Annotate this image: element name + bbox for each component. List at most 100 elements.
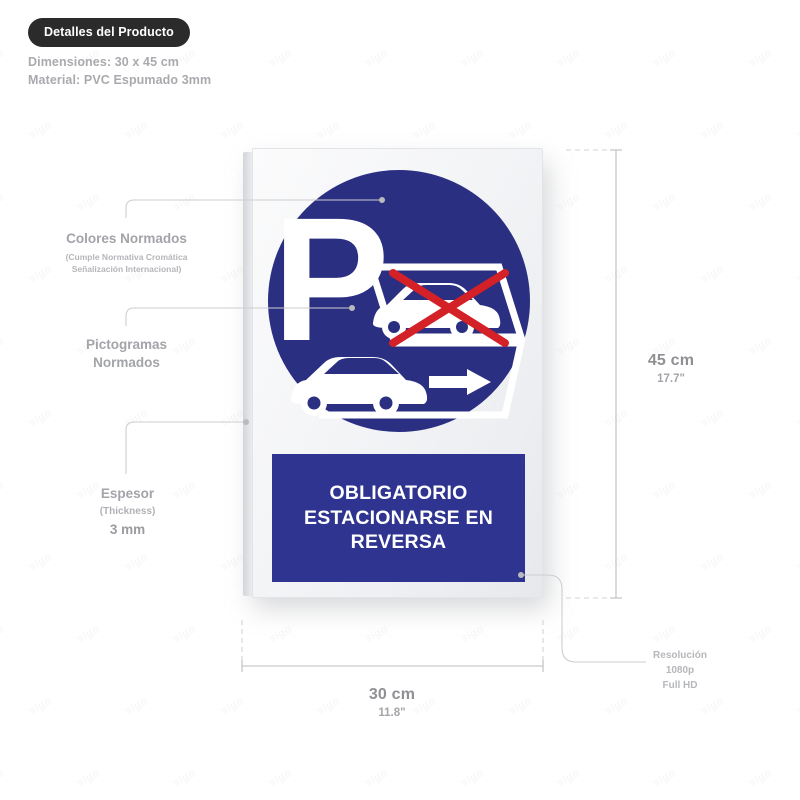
height-dimension-label: 45 cm 17.7" [628, 352, 714, 385]
watermark-text: sigo [698, 406, 727, 430]
watermark-text: sigo [26, 118, 55, 142]
banner-line-2: ESTACIONARSE EN [304, 506, 493, 529]
parking-pictogram-icon: P [272, 182, 526, 419]
callout-colores-title: Colores Normados [66, 231, 187, 246]
watermark-text: sigo [362, 766, 391, 790]
watermark-text: sigo [266, 766, 295, 790]
width-cm: 30 cm [368, 686, 416, 703]
product-details-header: Detalles del Producto Dimensiones: 30 x … [28, 18, 211, 87]
watermark-text: sigo [650, 622, 679, 646]
watermark-text: sigo [506, 118, 535, 142]
watermark-text: sigo [794, 118, 800, 142]
watermark-text: sigo [698, 550, 727, 574]
watermark-text: sigo [746, 46, 775, 70]
watermark-text: sigo [122, 694, 151, 718]
watermark-text: sigo [650, 190, 679, 214]
watermark-text: sigo [122, 118, 151, 142]
watermark-text: sigo [26, 406, 55, 430]
watermark-text: sigo [794, 550, 800, 574]
watermark-text: sigo [698, 118, 727, 142]
resolution-label: Resolución [653, 650, 707, 661]
sign-face: P [252, 148, 543, 598]
callout-espesor-title: Espesor [100, 486, 155, 501]
watermark-text: sigo [218, 550, 247, 574]
watermark-text: sigo [602, 406, 631, 430]
watermark-text: sigo [746, 334, 775, 358]
watermark-text: sigo [170, 766, 199, 790]
width-inches: 11.8" [378, 707, 406, 719]
watermark-text: sigo [602, 694, 631, 718]
watermark-text: sigo [506, 694, 535, 718]
spec-dimensions: Dimensiones: 30 x 45 cm [28, 55, 179, 69]
watermark-text: sigo [746, 478, 775, 502]
watermark-text: sigo [0, 478, 7, 502]
banner-line-1: OBLIGATORIO [329, 482, 468, 505]
watermark-text: sigo [554, 622, 583, 646]
watermark-text: sigo [314, 694, 343, 718]
watermark-text: sigo [266, 46, 295, 70]
prohibition-cross-icon [389, 269, 509, 347]
watermark-text: sigo [314, 118, 343, 142]
callout-colores-sub-2: Señalización Internacional) [71, 263, 182, 274]
watermark-text: sigo [794, 262, 800, 286]
watermark-text: sigo [362, 622, 391, 646]
resolution-quality: Full HD [662, 680, 698, 691]
watermark-text: sigo [554, 766, 583, 790]
callout-pictogramas-title-1: Pictogramas [85, 337, 168, 352]
callout-espesor-subtitle: (Thickness) [99, 505, 156, 517]
watermark-text: sigo [746, 190, 775, 214]
width-dimension-label: 30 cm 11.8" [349, 686, 435, 719]
height-cm: 45 cm [647, 352, 695, 369]
callout-espesor: Espesor (Thickness) 3 mm [40, 485, 215, 537]
watermark-text: sigo [122, 550, 151, 574]
watermark-text: sigo [74, 622, 103, 646]
watermark-text: sigo [458, 766, 487, 790]
watermark-text: sigo [458, 46, 487, 70]
watermark-text: sigo [746, 622, 775, 646]
watermark-text: sigo [0, 46, 7, 70]
watermark-text: sigo [218, 406, 247, 430]
lower-parking-bay-outline [319, 339, 526, 419]
resolution-value: 1080p [665, 665, 695, 676]
watermark-text: sigo [0, 622, 7, 646]
sign-text-banner: OBLIGATORIO ESTACIONARSE EN REVERSA [272, 454, 525, 582]
watermark-text: sigo [650, 478, 679, 502]
watermark-text: sigo [170, 622, 199, 646]
watermark-text: sigo [266, 622, 295, 646]
watermark-text: sigo [74, 766, 103, 790]
banner-line-3: REVERSA [350, 531, 447, 554]
watermark-text: sigo [362, 46, 391, 70]
watermark-text: sigo [746, 766, 775, 790]
watermark-text: sigo [602, 118, 631, 142]
spec-material: Material: PVC Espumado 3mm [28, 73, 212, 87]
watermark-text: sigo [26, 550, 55, 574]
resolution-note: Resolución 1080p Full HD [627, 648, 733, 693]
watermark-text: sigo [0, 190, 7, 214]
watermark-text: sigo [218, 694, 247, 718]
watermark-text: sigo [122, 406, 151, 430]
watermark-text: sigo [26, 694, 55, 718]
lower-car-icon [290, 357, 428, 416]
leader-line-espesor [125, 421, 246, 474]
callout-pictogramas-normados: Pictogramas Normados [24, 336, 229, 371]
height-inches: 17.7" [657, 373, 685, 385]
watermark-text: sigo [698, 694, 727, 718]
watermark-text: sigo [650, 46, 679, 70]
watermark-text: sigo [0, 334, 7, 358]
callout-colores-sub-1: (Cumple Normativa Cromática [65, 251, 188, 262]
watermark-text: sigo [554, 46, 583, 70]
watermark-text: sigo [0, 766, 7, 790]
watermark-text: sigo [602, 262, 631, 286]
reverse-direction-arrow-icon [429, 369, 491, 395]
watermark-text: sigo [794, 406, 800, 430]
watermark-text: sigo [410, 118, 439, 142]
watermark-text: sigo [794, 694, 800, 718]
watermark-text: sigo [170, 190, 199, 214]
watermark-text: sigo [554, 334, 583, 358]
callout-espesor-value: 3 mm [109, 521, 146, 537]
pictogram-area: P [253, 157, 542, 445]
callout-pictogramas-title-2: Normados [93, 354, 160, 370]
watermark-text: sigo [554, 190, 583, 214]
watermark-text: sigo [698, 262, 727, 286]
watermark-text: sigo [74, 190, 103, 214]
